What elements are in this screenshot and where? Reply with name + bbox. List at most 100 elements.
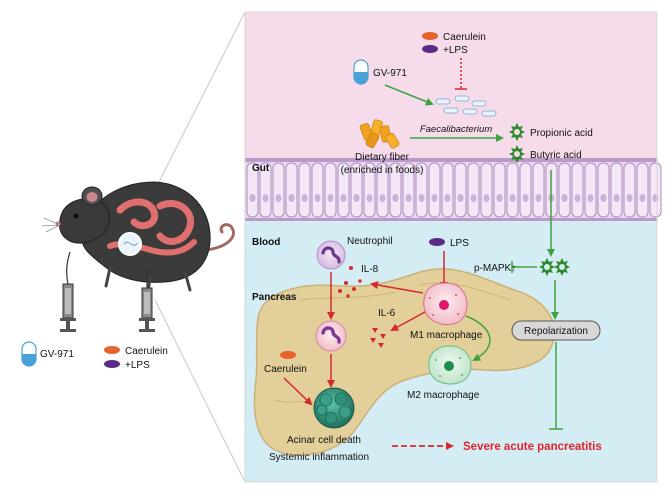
epithelial-nucleus [457, 194, 464, 202]
lps-blood-pill-icon [429, 238, 445, 246]
epithelial-nucleus [301, 194, 308, 202]
epithelial-nucleus [574, 194, 581, 202]
epithelial-cell [402, 162, 415, 218]
epithelial-nucleus [379, 194, 386, 202]
epithelial-nucleus [626, 194, 633, 202]
epithelial-cell [519, 162, 532, 218]
dietary-fiber-icon [359, 119, 400, 149]
epithelial-cell [311, 162, 324, 218]
caerulein-pill-icon [422, 32, 438, 40]
epithelial-cell [506, 162, 519, 218]
scfa-blood-icon [539, 258, 570, 276]
epithelial-nucleus [483, 194, 490, 202]
epithelial-nucleus [288, 194, 295, 202]
epithelial-cell [428, 162, 441, 218]
epithelial-nucleus [587, 194, 594, 202]
gv971-mouse-label: GV-971 [40, 349, 74, 360]
m1-macrophage-label: M1 macrophage [410, 330, 483, 341]
gut-panel [245, 12, 657, 162]
il6-label: IL-6 [378, 308, 396, 319]
caerulein-mouse-pill-icon [104, 346, 120, 354]
caerulein-to-acinar-arrow [283, 377, 313, 406]
epithelial-nucleus [392, 194, 399, 202]
injection-syringe-icon [139, 270, 155, 332]
epithelial-cell [623, 162, 636, 218]
epithelial-cell [441, 162, 454, 218]
epithelial-nucleus [262, 194, 269, 202]
acinar-death-label: Acinar cell death [287, 435, 361, 446]
epithelial-cell [246, 162, 259, 218]
epithelial-nucleus [275, 194, 282, 202]
epithelial-cell [389, 162, 402, 218]
epithelial-cell [350, 162, 363, 218]
pmapk-label: p-MAPK↑ [474, 263, 516, 274]
epithelial-cell [415, 162, 428, 218]
gv971-to-bacteria-arrow [384, 84, 434, 106]
m1-to-il8-arrow [370, 281, 424, 294]
epithelial-nucleus [561, 194, 568, 202]
epithelial-cell [649, 162, 662, 218]
butyric-acid-label: Butyric acid [530, 150, 582, 161]
epithelial-nucleus [652, 194, 659, 202]
epithelial-cell [571, 162, 584, 218]
epithelial-nucleus [249, 194, 256, 202]
epithelial-nucleus [496, 194, 503, 202]
pancreas-label: Pancreas [252, 292, 297, 303]
epithelial-nucleus [470, 194, 477, 202]
epithelial-nucleus [535, 194, 542, 202]
mouse-illustration [41, 181, 235, 294]
caerulein-panc-label: Caerulein [264, 364, 307, 375]
epithelial-nucleus [353, 194, 360, 202]
systemic-inflammation-label: Systemic inflammation [269, 452, 369, 463]
epithelial-cell [532, 162, 545, 218]
butyric-acid-icon [509, 145, 525, 163]
bacteria-cluster-icon [435, 95, 497, 117]
propionic-acid-icon [509, 123, 525, 141]
epithelial-cell [272, 162, 285, 218]
epithelial-nucleus [405, 194, 412, 202]
m2-macrophage-icon [428, 345, 472, 385]
epithelial-cell [467, 162, 480, 218]
epithelial-nucleus [522, 194, 529, 202]
neutrophil-cell-icon [316, 240, 346, 270]
faecalibacterium-label: Faecalibacterium [420, 124, 492, 135]
il8-label: IL-8 [361, 264, 379, 275]
epithelial-cell [610, 162, 623, 218]
epithelial-nucleus [444, 194, 451, 202]
epithelial-nucleus [431, 194, 438, 202]
epithelial-nucleus [613, 194, 620, 202]
activated-neutrophil-icon [315, 320, 347, 352]
epithelial-cell [337, 162, 350, 218]
epithelial-cell [480, 162, 493, 218]
lps-mouse-pill-icon [104, 360, 120, 368]
lps-pill-icon [422, 45, 438, 53]
epithelial-cell [259, 162, 272, 218]
epithelial-cell [597, 162, 610, 218]
epithelial-cell [363, 162, 376, 218]
epithelial-nucleus [327, 194, 334, 202]
lps-top-label: +LPS [443, 45, 468, 56]
gv971-mouse-capsule-icon [21, 341, 37, 367]
gv971-capsule-icon [353, 59, 369, 85]
il6-triangles [370, 328, 386, 348]
epithelial-cell [584, 162, 597, 218]
panel-border [244, 11, 658, 483]
epithelial-nucleus [314, 194, 321, 202]
lps-blood-label: LPS [450, 238, 469, 249]
epithelial-cell [324, 162, 337, 218]
gut-epithelium [245, 158, 662, 221]
sap-label: Severe acute pancreatitis [463, 441, 602, 453]
gut-label: Gut [252, 163, 270, 174]
caerulein-mouse-label: Caerulein [125, 346, 168, 357]
epithelial-cell [285, 162, 298, 218]
m1-to-il6-arrow [390, 311, 426, 331]
caerulein-top-label: Caerulein [443, 32, 486, 43]
gv971-top-label: GV-971 [373, 68, 407, 79]
blood-label: Blood [252, 237, 280, 248]
repolarization-box [511, 320, 601, 341]
dietary-fiber-label: Dietary fiber [355, 152, 410, 163]
caerulein-panc-pill-icon [280, 351, 296, 359]
epithelial-nucleus [639, 194, 646, 202]
epithelial-nucleus [600, 194, 607, 202]
